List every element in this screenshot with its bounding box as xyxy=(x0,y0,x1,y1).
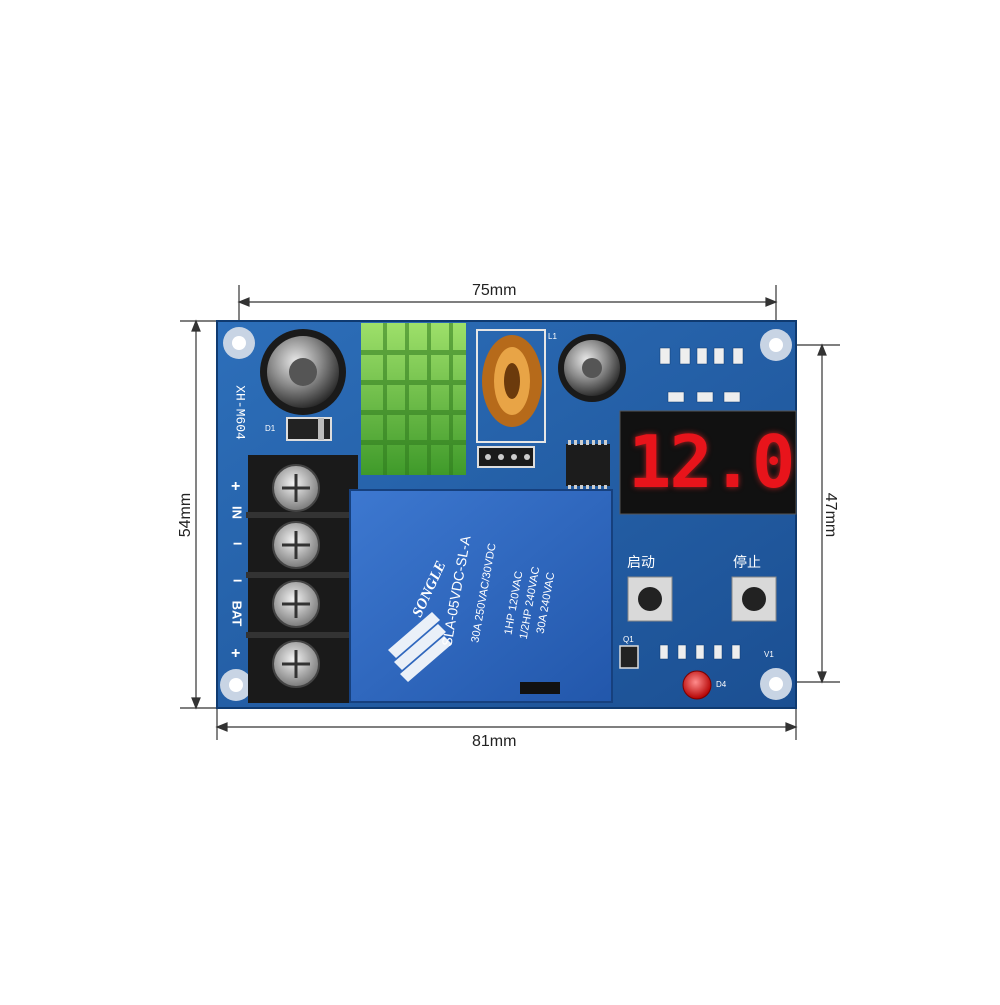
mounting-holes xyxy=(220,327,792,701)
label-d4: D4 xyxy=(716,680,727,689)
transistor-q1 xyxy=(619,645,639,669)
terminal-label-bat-plus: + xyxy=(231,645,241,662)
dimension-lines xyxy=(180,285,840,740)
dimension-right-height: 47mm xyxy=(822,492,839,538)
dimension-left-height: 54mm xyxy=(177,492,194,538)
diode-d1 xyxy=(286,417,332,441)
electrolytic-capacitor-left xyxy=(260,329,346,415)
heatsink xyxy=(361,323,466,475)
terminal-label-in: IN xyxy=(229,506,245,519)
dimension-top-width: 75mm xyxy=(472,282,517,299)
start-button-label: 启动 xyxy=(627,555,655,571)
label-l1: L1 xyxy=(548,332,557,341)
pcb-board xyxy=(216,320,797,709)
terminal-label-in-minus: − xyxy=(233,536,243,553)
terminal-block xyxy=(246,455,358,703)
terminal-label-bat-minus: − xyxy=(233,573,243,590)
electrolytic-capacitor-right xyxy=(558,334,626,402)
label-q1: Q1 xyxy=(623,635,634,644)
red-led xyxy=(682,670,712,700)
relay xyxy=(349,489,613,703)
inductor-l1 xyxy=(476,329,546,468)
board-model-label: XH-M604 xyxy=(232,385,248,440)
tact-buttons xyxy=(627,576,777,622)
seven-segment-display xyxy=(619,410,797,515)
relay-text-block: SONGLE SLA-05VDC-SL-A 30A 250VAC/30VDC 1… xyxy=(380,525,600,685)
display-readout: 12.0 xyxy=(628,420,795,504)
terminal-label-in-plus: + xyxy=(231,478,241,495)
label-v1: V1 xyxy=(764,650,774,659)
terminal-label-bat: BAT xyxy=(229,600,245,627)
dimension-bottom-width: 81mm xyxy=(472,733,517,750)
ic-chip xyxy=(566,440,610,490)
stop-button-label: 停止 xyxy=(733,555,761,571)
label-d1: D1 xyxy=(265,424,276,433)
